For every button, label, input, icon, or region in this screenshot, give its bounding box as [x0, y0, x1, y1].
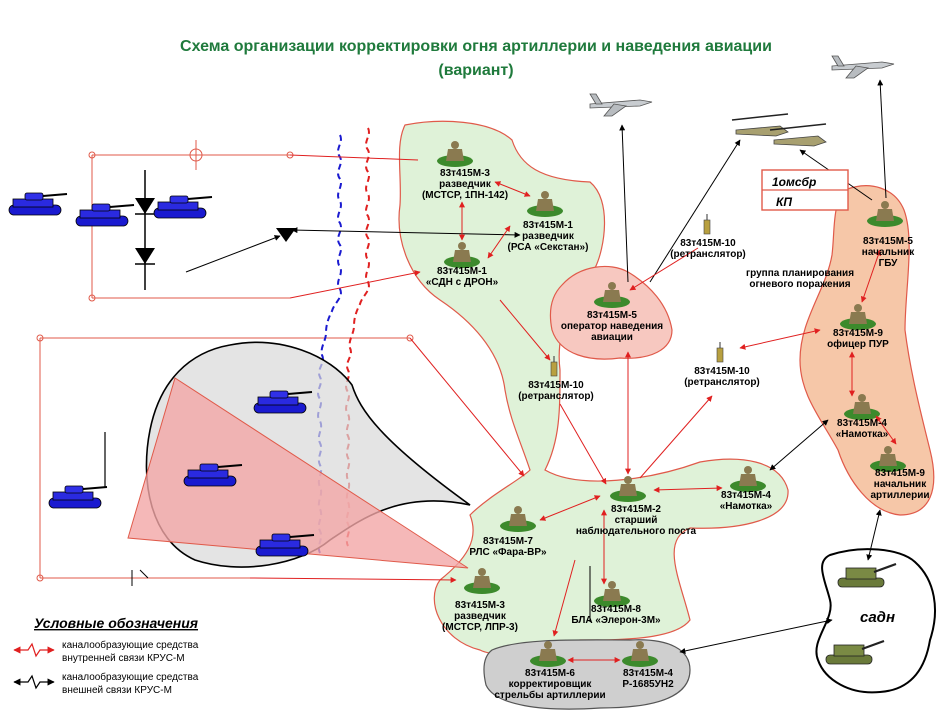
node-label-line: офицер ПУР — [827, 338, 889, 350]
sadn-label: садн — [860, 609, 895, 626]
node-label-line: наблюдательного поста — [576, 525, 697, 537]
node-label-line: 83т415М-1 — [437, 266, 487, 277]
node-label-line: «Намотка» — [720, 501, 773, 512]
node-label-line: 83т415М-4 — [623, 668, 673, 679]
node-label-line: разведчик — [439, 179, 492, 190]
node-label-line: ГБУ — [879, 258, 899, 269]
node-label-line: 83т415М-7 — [483, 536, 533, 547]
node-label-line: оператор наведения — [561, 321, 663, 332]
external-links — [185, 79, 887, 654]
node-label-retr-mid: 83т415М-10(ретранслятор) — [518, 380, 594, 402]
legend-internal-line-2: внутренней связи КРУС-М — [62, 653, 185, 664]
legend-title: Условные обозначения — [34, 615, 198, 631]
node-label-line: 83т415М-5 — [863, 236, 913, 247]
node-label-line: 83т415М-10 — [680, 238, 736, 249]
node-label-namotka-mid: 83т415М-4«Намотка» — [720, 490, 773, 512]
node-label-line: огневого поражения — [749, 279, 850, 290]
node-label-line: 83т415М-9 — [875, 468, 925, 479]
node-label-line: «СДН с ДРОН» — [426, 277, 499, 288]
jet-icon-1 — [589, 93, 653, 117]
node-label-line: 83т415М-1 — [523, 220, 573, 231]
node-label-line: БЛА «Элерон-3М» — [571, 615, 661, 626]
node-label-line: авиации — [591, 332, 633, 343]
node-label-line: 83т415М-10 — [694, 366, 750, 377]
left-schematic — [36, 140, 414, 586]
legend-internal-line-1: каналообразующие средства — [62, 639, 199, 651]
tank-icon-7 — [48, 485, 108, 509]
legend-external-line-2: внешней связи КРУС-М — [62, 685, 172, 696]
node-label-line: группа планирования — [746, 268, 854, 279]
node-label-line: 83т415М-4 — [721, 490, 771, 501]
jet-icon-2 — [831, 55, 895, 79]
node-label-line: 83т415М-3 — [455, 600, 505, 611]
legend-external-line-1: каналообразующие средства — [62, 671, 199, 683]
node-label-line: 83т415М-3 — [440, 168, 490, 179]
radio-icon-right — [716, 341, 724, 363]
node-label-line: 83т415М-2 — [611, 504, 661, 515]
node-label-namotka-right: 83т415М-4«Намотка» — [836, 418, 889, 440]
tank-icon-3 — [153, 195, 213, 219]
node-label-line: 83т415М-9 — [833, 328, 883, 339]
kp-line-2: КП — [776, 195, 792, 209]
node-label-line: 83т415М-6 — [525, 668, 575, 679]
node-label-line: корректировщик — [509, 679, 593, 690]
node-label-line: (МСТСР, 1ПН-142) — [422, 190, 508, 201]
node-label-line: разведчик — [454, 611, 507, 622]
node-label-line: (ретранслятор) — [684, 377, 760, 388]
node-label-sdn: 83т415М-1«СДН с ДРОН» — [426, 266, 499, 288]
node-label-line: разведчик — [522, 231, 575, 242]
node-label-line: РЛС «Фара-ВР» — [469, 547, 547, 558]
node-label-line: начальник — [862, 247, 915, 258]
node-label-line: «Намотка» — [836, 429, 889, 440]
node-label-retr-right: 83т415М-10(ретранслятор) — [684, 366, 760, 388]
node-label-line: (РСА «Секстан») — [508, 242, 589, 253]
legend-external-symbol — [13, 674, 55, 690]
tank-icon-1 — [8, 192, 68, 216]
node-label-line: (МСТСР, ЛПР-3) — [442, 622, 518, 633]
node-label-line: (ретранслятор) — [670, 249, 746, 260]
node-label-line: 83т415М-4 — [837, 418, 887, 429]
kp-line-1: 1омсбр — [772, 175, 816, 189]
legend-internal-symbol — [13, 642, 55, 658]
node-label-line: начальник — [874, 479, 927, 490]
node-label-line: артиллерии — [870, 490, 929, 501]
legend: Условные обозначения каналообразующие ср… — [13, 615, 199, 696]
helicopter-icon-1 — [731, 113, 789, 137]
node-label-line: (ретранслятор) — [518, 391, 594, 402]
node-label-line: Р-1685УН2 — [622, 679, 674, 690]
node-label-retr-top: 83т415М-10(ретранслятор) — [670, 238, 746, 260]
node-label-line: 83т415М-8 — [591, 604, 641, 615]
internal-links — [249, 154, 897, 663]
node-label-line: 83т415М-5 — [587, 310, 637, 321]
pink-zone — [549, 265, 673, 360]
node-label-line: стрельбы артиллерии — [494, 689, 605, 701]
title-line-1: Схема организации корректировки огня арт… — [180, 38, 772, 55]
title-line-2: (вариант) — [438, 62, 513, 79]
radio-icon-top — [703, 213, 711, 235]
orange-zone — [799, 185, 935, 516]
kp-box: 1омсбр КП — [761, 169, 849, 211]
node-label-line: 83т415М-10 — [528, 380, 584, 391]
node-label-line: старший — [615, 515, 658, 526]
tank-icon-2 — [75, 203, 135, 227]
